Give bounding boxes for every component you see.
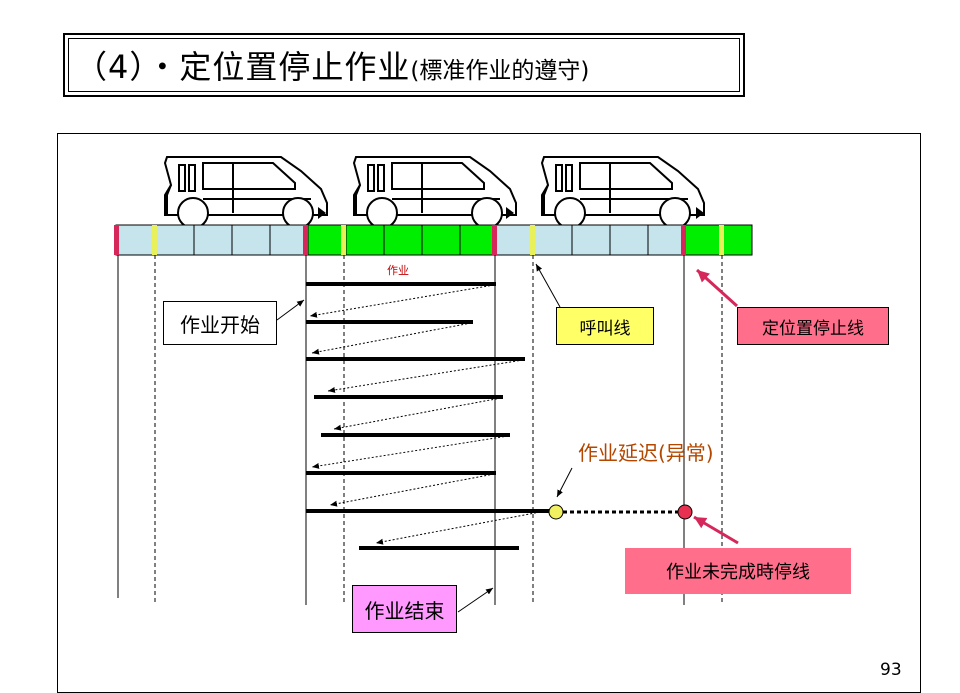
work-unfinished-stop-label: 作业未完成時停线 (625, 548, 851, 594)
conveyor-belt (114, 224, 753, 256)
fixed-stop-arrow (695, 268, 739, 308)
work-start-label: 作业开始 (163, 301, 277, 345)
return-arrows (309, 284, 541, 545)
title-inner: （4）・定位置停止作业 (標准作业的遵守) (68, 38, 740, 92)
car-marker (506, 207, 514, 219)
fixed-stop-line-label: 定位置停止线 (737, 307, 889, 345)
car-marker (318, 207, 326, 219)
work-end-arrow (457, 587, 494, 613)
work-cycle-bars (306, 282, 556, 550)
car-icon (164, 156, 328, 229)
unfinished-stop-arrow (693, 515, 739, 545)
page-title: （4）・定位置停止作业 (75, 48, 411, 86)
work-label: 作业 (387, 264, 409, 277)
call-point (548, 504, 564, 520)
car-icon (353, 156, 517, 229)
stop-point (677, 504, 693, 520)
work-end-label: 作业结束 (352, 585, 457, 633)
page-number: 93 (880, 660, 902, 680)
car-icon (541, 156, 705, 229)
call-line-label: 呼叫线 (556, 307, 654, 345)
work-start-arrow (276, 299, 305, 321)
work-delay-label: 作业延迟(异常) (578, 441, 714, 465)
title-box: （4）・定位置停止作业 (標准作业的遵守) (63, 33, 745, 97)
car-marker (696, 207, 704, 219)
call-line-arrow (535, 263, 561, 308)
page-subtitle: (標准作业的遵守) (410, 58, 590, 84)
delay-arrow (556, 467, 573, 498)
